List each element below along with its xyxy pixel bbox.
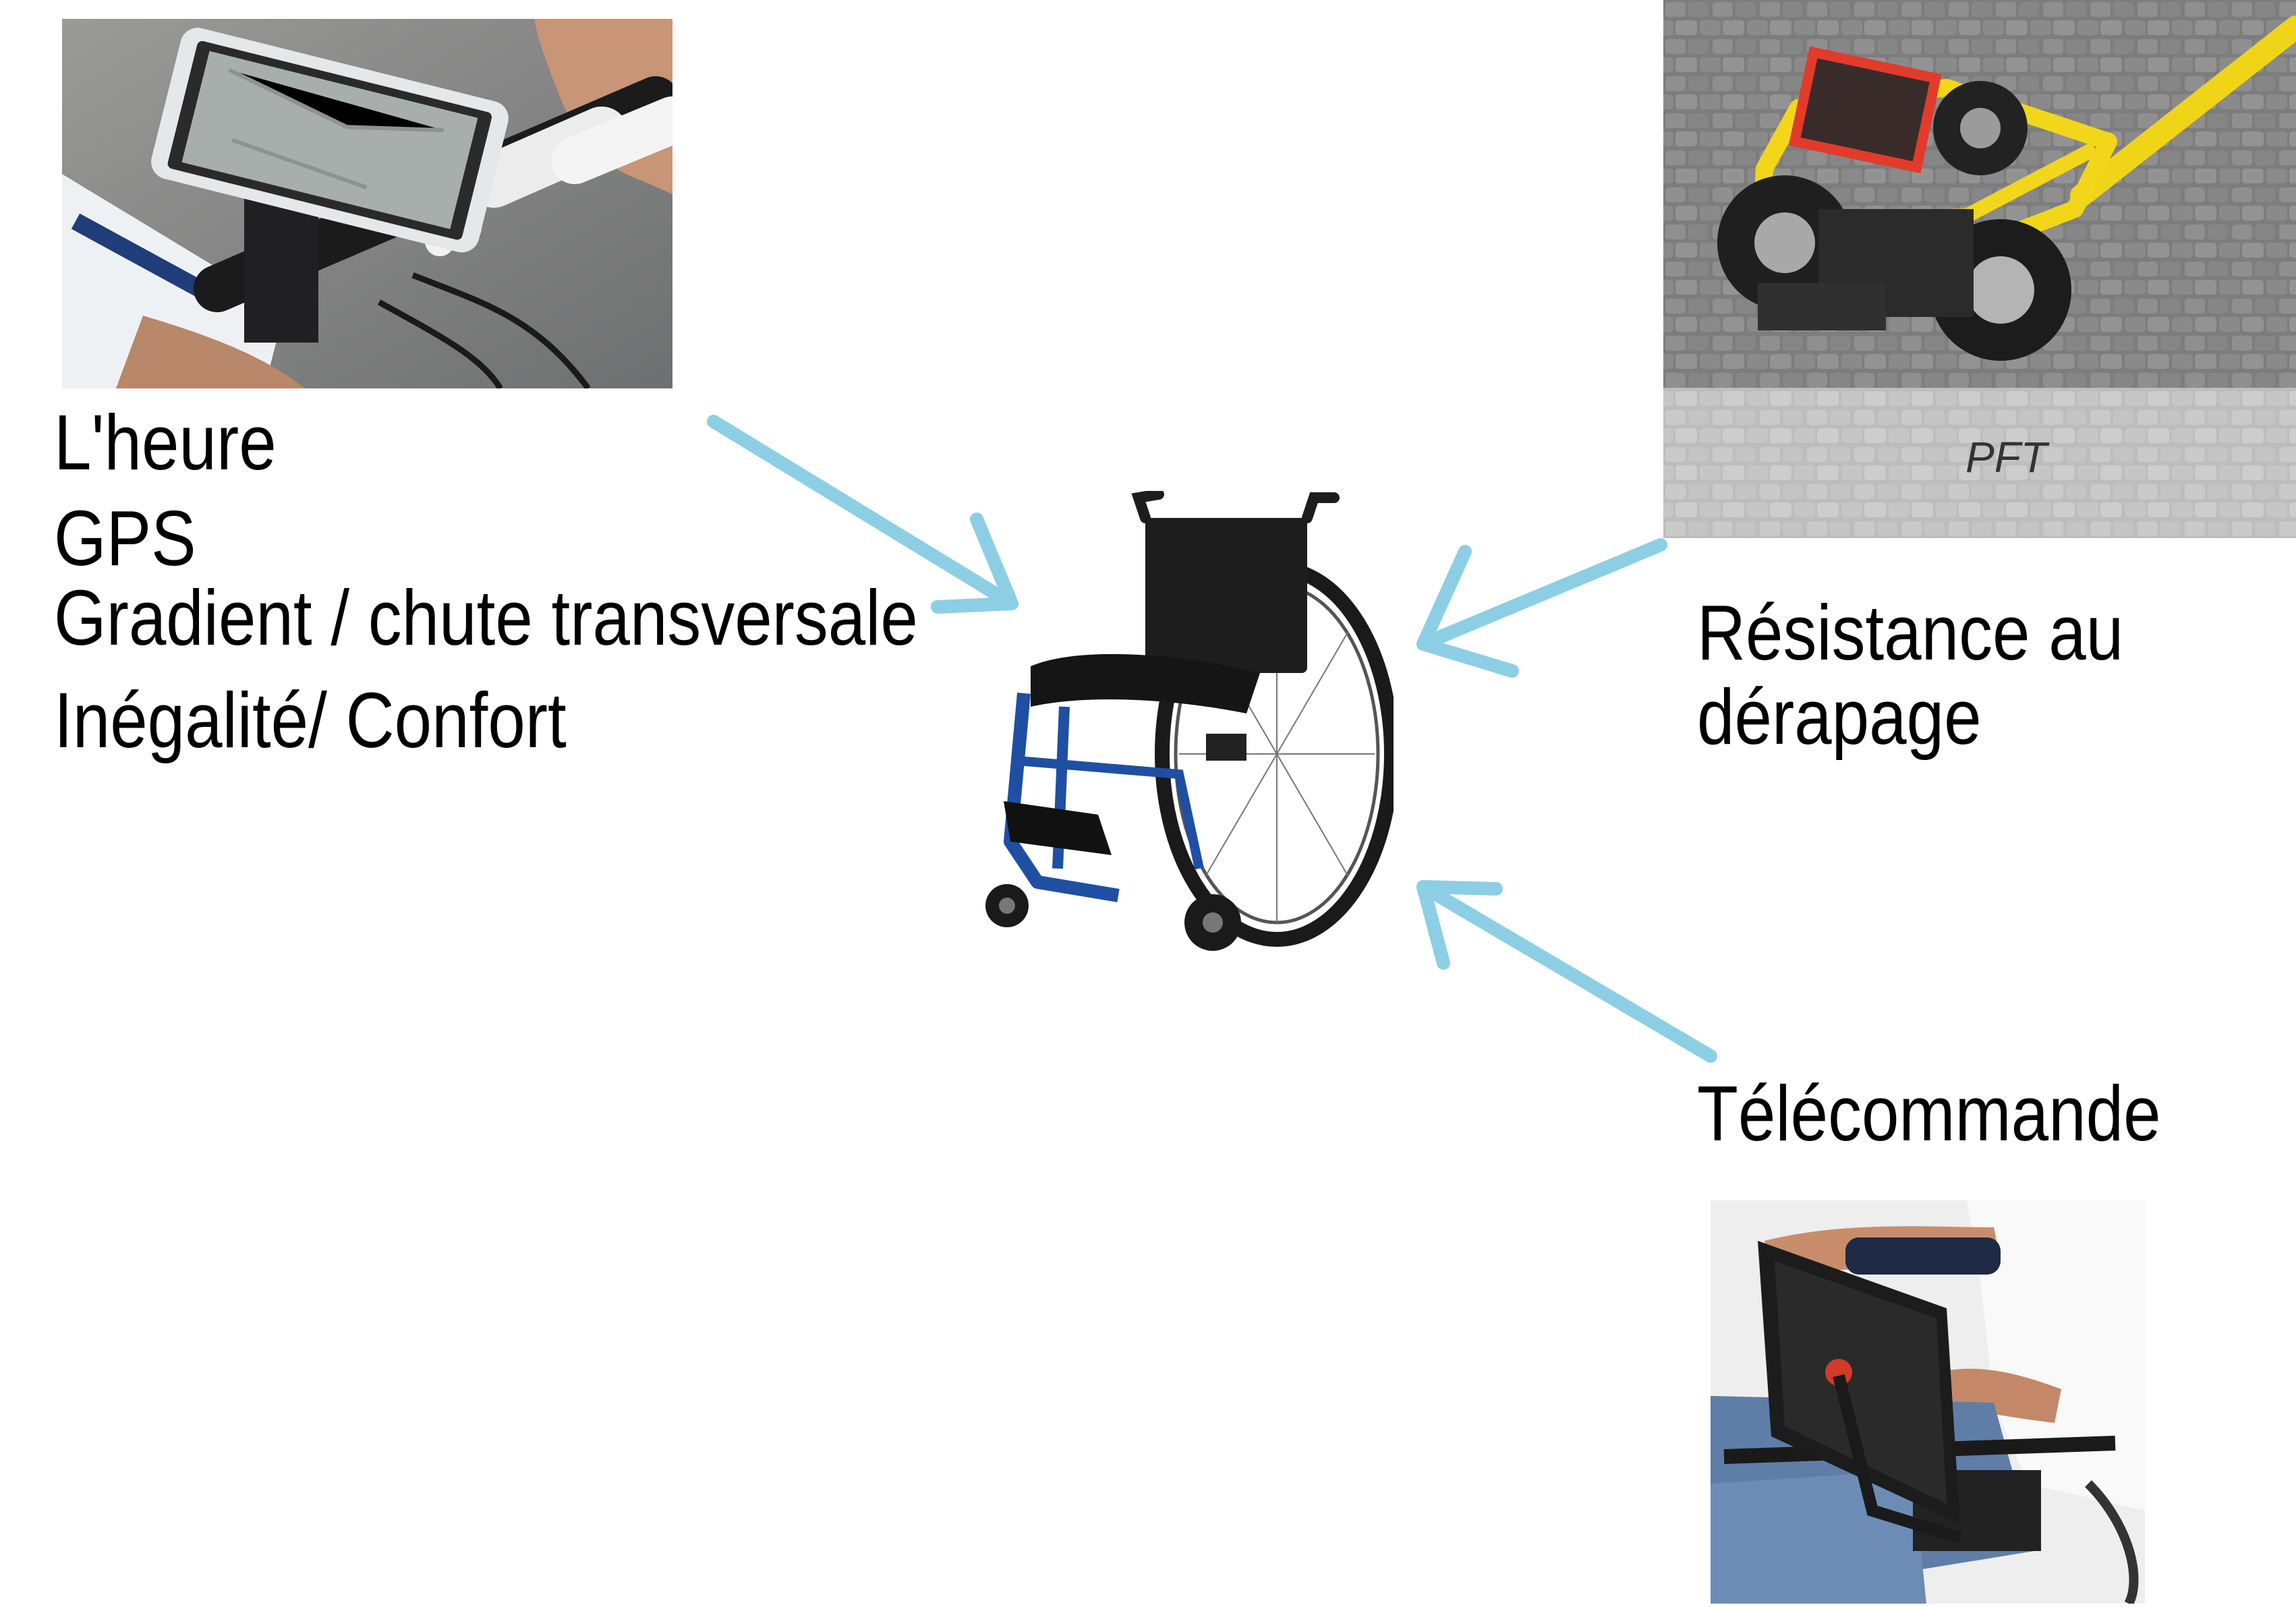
label-skid-resistance-line2: dérapage — [1697, 673, 1982, 761]
label-gradient: Gradient / chute transversale — [54, 574, 918, 662]
arrow-from-phone — [707, 415, 1018, 614]
label-skid-resistance-line1: Résistance au — [1697, 589, 2124, 676]
pft-caption: PFT — [1965, 433, 2050, 481]
phone-handlebar-photo — [62, 19, 672, 388]
pft-photo: PFT — [1663, 0, 2296, 538]
arrow-from-pft — [1416, 538, 1667, 678]
arrow-from-remote — [1416, 880, 1717, 1063]
pft-trolley-icon: PFT — [1663, 0, 2296, 538]
remote-control-photo — [1711, 1200, 2145, 1604]
label-remote-control: Télécommande — [1697, 1070, 2161, 1157]
label-time: L'heure — [54, 399, 277, 486]
wheelchair-image — [977, 491, 1394, 975]
label-unevenness-comfort: Inégalité/ Confort — [54, 676, 567, 764]
phone-handlebar-icon — [62, 19, 672, 388]
label-gps: GPS — [54, 494, 196, 582]
wheelchair-icon — [985, 491, 1394, 951]
tablet-mounted-on-wheelchair-icon — [1711, 1200, 2145, 1604]
